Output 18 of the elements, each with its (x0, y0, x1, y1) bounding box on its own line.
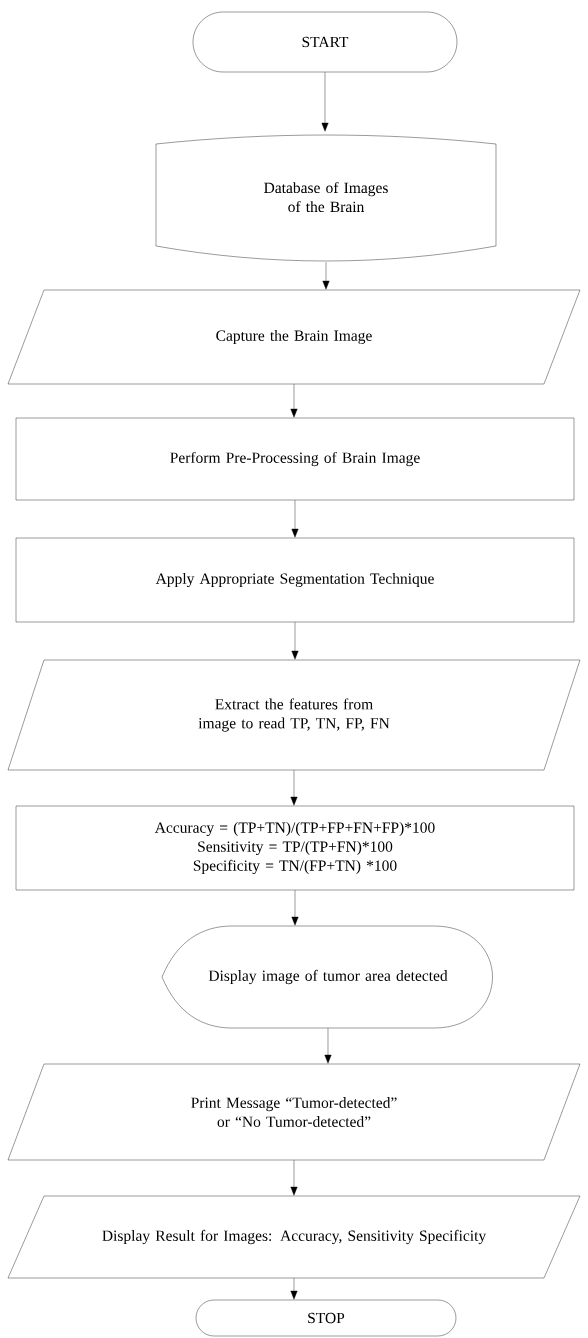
arrow (290, 770, 298, 806)
process-box: Perform Pre-Processing of Brain Image (15, 417, 575, 501)
arrow (322, 262, 330, 290)
display-shape: Display image of tumor area detected (161, 925, 493, 1029)
input-parallelogram: Extract the features from image to read TP, TN, FP, FN (7, 659, 581, 771)
arrow (324, 1028, 332, 1064)
arrow (290, 1278, 298, 1300)
arrow (290, 384, 298, 418)
process-box: Accuracy = (TP+TN)/(TP+FP+FN+FP)*100 Sensitivity = TP/(TP+FN)*100 Specificity = TN/(FP+TN) *100 (15, 805, 575, 891)
arrow (291, 622, 299, 660)
input-parallelogram: Capture the Brain Image (7, 289, 581, 385)
output-parallelogram: Print Message “Tumor-detected” or “No Tumor-detected” (7, 1063, 581, 1161)
arrow (290, 1160, 298, 1196)
arrow (321, 72, 329, 132)
arrow (291, 500, 299, 538)
output-parallelogram: Display Result for Images: Accuracy, Sensitivity Specificity (7, 1195, 581, 1279)
arrow (291, 890, 299, 926)
process-box: Apply Appropriate Segmentation Technique (15, 537, 575, 623)
